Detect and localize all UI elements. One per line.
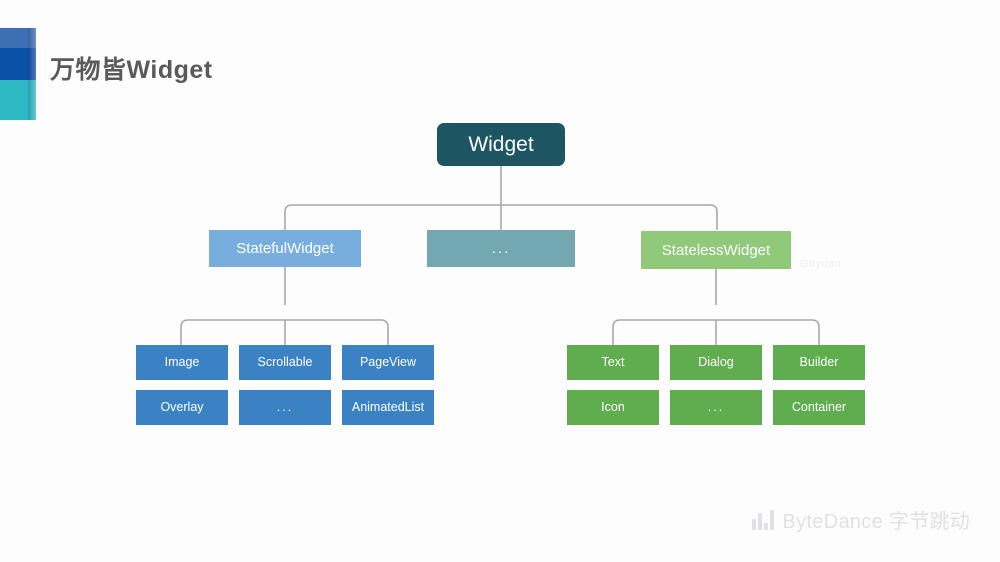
bytedance-logo-icon (752, 509, 774, 530)
node-stateful-ellipsis-label: ... (276, 400, 294, 415)
node-text[interactable]: Text (567, 345, 659, 380)
ribbon-band-middle (0, 48, 36, 80)
node-dialog[interactable]: Dialog (670, 345, 762, 380)
node-text-label: Text (601, 355, 625, 370)
node-stateful-widget-label: StatefulWidget (236, 240, 334, 257)
node-animatedlist[interactable]: AnimatedList (342, 390, 434, 425)
node-stateless-widget-label: StatelessWidget (661, 241, 771, 259)
node-builder-label: Builder (799, 355, 839, 370)
node-stateless-widget[interactable]: StatelessWidget (641, 231, 791, 269)
node-dialog-label: Dialog (698, 355, 734, 370)
node-scrollable[interactable]: Scrollable (239, 345, 331, 380)
node-builder[interactable]: Builder (773, 345, 865, 380)
node-container[interactable]: Container (773, 390, 865, 425)
node-scrollable-label: Scrollable (257, 355, 313, 370)
page-title: 万物皆Widget (50, 56, 213, 84)
node-image-label: Image (164, 355, 200, 370)
node-animatedlist-label: AnimatedList (351, 400, 425, 415)
ribbon-logo-icon (0, 28, 36, 120)
ribbon-band-bottom (0, 80, 36, 120)
watermark-text: Gityuan (800, 258, 842, 270)
node-pageview-label: PageView (359, 355, 417, 370)
node-stateless-ellipsis-label: ... (707, 400, 725, 415)
node-image[interactable]: Image (136, 345, 228, 380)
node-overlay-label: Overlay (160, 400, 204, 415)
node-icon[interactable]: Icon (567, 390, 659, 425)
node-stateful-widget[interactable]: StatefulWidget (209, 230, 361, 267)
bytedance-brand-label: ByteDance 字节跳动 (782, 511, 971, 533)
ribbon-fold (28, 28, 36, 120)
bytedance-brand: ByteDance 字节跳动 (752, 505, 970, 534)
node-stateless-ellipsis[interactable]: ... (670, 390, 762, 425)
node-level1-ellipsis-label: ... (491, 240, 511, 257)
node-level1-ellipsis[interactable]: ... (427, 230, 575, 267)
node-icon-label: Icon (601, 400, 625, 415)
ribbon-band-top (0, 28, 36, 48)
node-pageview[interactable]: PageView (342, 345, 434, 380)
node-overlay[interactable]: Overlay (136, 390, 228, 425)
node-container-label: Container (791, 400, 847, 415)
node-stateful-ellipsis[interactable]: ... (239, 390, 331, 425)
node-widget-label: Widget (468, 133, 534, 156)
node-widget[interactable]: Widget (437, 123, 565, 166)
